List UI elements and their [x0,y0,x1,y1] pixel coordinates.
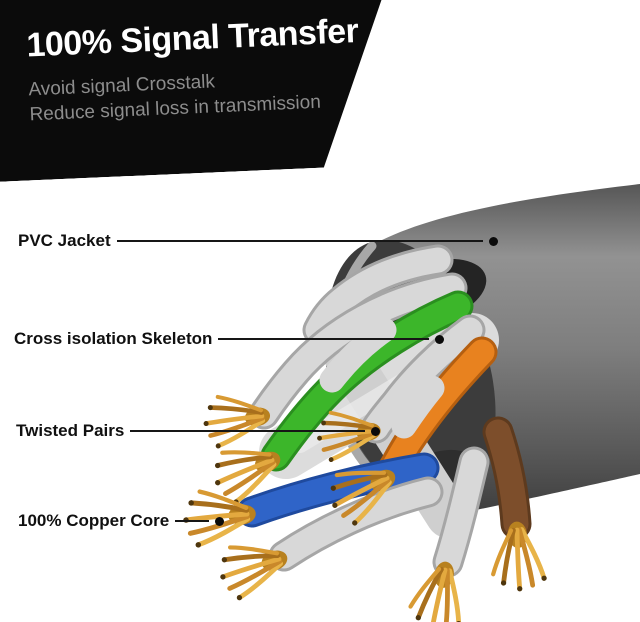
wire-white-top [302,244,454,346]
leader-dot [215,516,224,526]
label-text: Cross isolation Skeleton [14,329,213,348]
label-text: PVC Jacket [18,231,111,250]
label-cross-isolation-skeleton: Cross isolation Skeleton [14,328,444,350]
banner-title: 100% Signal Transfer [25,11,360,65]
leader-line [218,338,429,340]
label-pvc-jacket: PVC Jacket [18,230,498,252]
label-text: 100% Copper Core [18,511,170,530]
leader-line [130,430,365,432]
label-text: Twisted Pairs [16,421,125,440]
leader-dot [371,426,380,436]
wire-pair-green [248,272,474,472]
label-twisted-pairs: Twisted Pairs [16,420,380,442]
leader-dot [489,236,498,246]
label-copper-core: 100% Copper Core [18,510,224,532]
wire-pair-blue [236,452,444,572]
leader-line [116,240,483,242]
leader-line [175,520,209,522]
wire-pair-brown [432,416,532,578]
leader-dot [435,334,444,344]
